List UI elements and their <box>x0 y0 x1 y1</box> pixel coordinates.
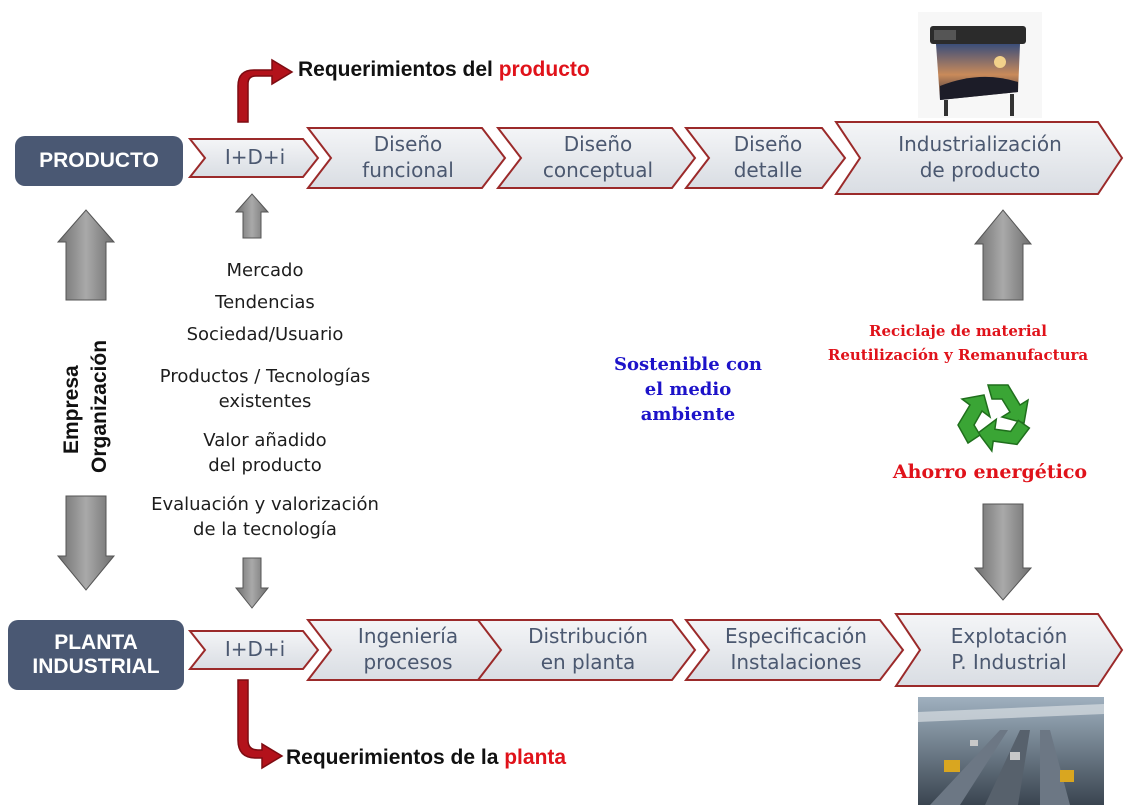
plant-chevron-2 <box>475 619 697 681</box>
company-label: Empresa <box>60 365 83 455</box>
factor-evaluation: Evaluación y valorización de la tecnolog… <box>151 494 379 541</box>
product-stage-3-label: Diseño detalle <box>733 132 803 182</box>
plant-requirements-title: Requerimientos de la planta <box>286 746 566 770</box>
organization-label: Organización <box>88 339 111 473</box>
recycling-line-2: Reutilización y Remanufactura <box>827 346 1089 364</box>
gray-arrow-down-center <box>234 557 270 609</box>
red-arrow-up-right <box>237 58 294 123</box>
red-arrow-down-right <box>237 679 284 770</box>
recycle-icon <box>957 384 1031 453</box>
gray-arrow-down-right <box>973 503 1033 601</box>
sustainability-text: Sostenible con el medio ambiente <box>613 354 763 426</box>
plant-stage-3-label: Especificación Instalaciones <box>725 624 867 674</box>
printer-image <box>918 12 1042 118</box>
plant-requirements-prefix: Requerimientos de la <box>286 746 505 769</box>
product-chevrons <box>187 121 1124 195</box>
product-requirements-highlight: producto <box>498 58 590 81</box>
factor-market: Mercado <box>226 260 304 281</box>
product-chevron-4 <box>834 121 1124 195</box>
plant-stage-1-label: Ingeniería procesos <box>357 624 459 674</box>
energy-saving-text: Ahorro energético <box>892 461 1088 483</box>
factor-added-value: Valor añadido del producto <box>203 430 327 477</box>
plant-chevron-4 <box>894 613 1124 687</box>
plant-row-box: PLANTA INDUSTRIAL <box>8 620 184 690</box>
plant-stage-2-label: Distribución en planta <box>528 624 648 674</box>
gray-arrow-up-right <box>973 209 1033 301</box>
product-chevron-2 <box>495 127 697 189</box>
gray-arrow-up-left <box>56 209 116 301</box>
factory-floor-image <box>918 697 1104 805</box>
gray-arrow-up-center <box>234 193 270 239</box>
product-chevron-1 <box>305 127 507 189</box>
plant-chevrons <box>187 613 1124 687</box>
plant-stage-4-label: Explotación P. Industrial <box>950 624 1068 674</box>
product-chevron-3 <box>683 127 847 189</box>
factor-society: Sociedad/Usuario <box>186 324 344 345</box>
product-requirements-prefix: Requerimientos del <box>298 58 499 81</box>
plant-chevron-3 <box>683 619 905 681</box>
plant-idi-label: I+D+i <box>224 637 286 662</box>
product-requirements-title: Requerimientos del producto <box>298 58 590 82</box>
recycling-line-1: Reciclaje de material <box>869 322 1047 340</box>
product-stage-2-label: Diseño conceptual <box>542 132 654 182</box>
factor-trends: Tendencias <box>215 292 315 313</box>
product-idi-label: I+D+i <box>224 145 286 170</box>
product-chevron-idi <box>187 138 320 178</box>
factor-technologies: Productos / Tecnologías existentes <box>159 366 371 413</box>
product-stage-4-label: Industrialización de producto <box>898 132 1062 182</box>
plant-requirements-highlight: planta <box>504 746 567 769</box>
product-row-box: PRODUCTO <box>15 136 183 186</box>
product-stage-1-label: Diseño funcional <box>362 132 454 182</box>
gray-arrow-down-left <box>56 495 116 591</box>
plant-chevron-idi <box>187 630 320 670</box>
